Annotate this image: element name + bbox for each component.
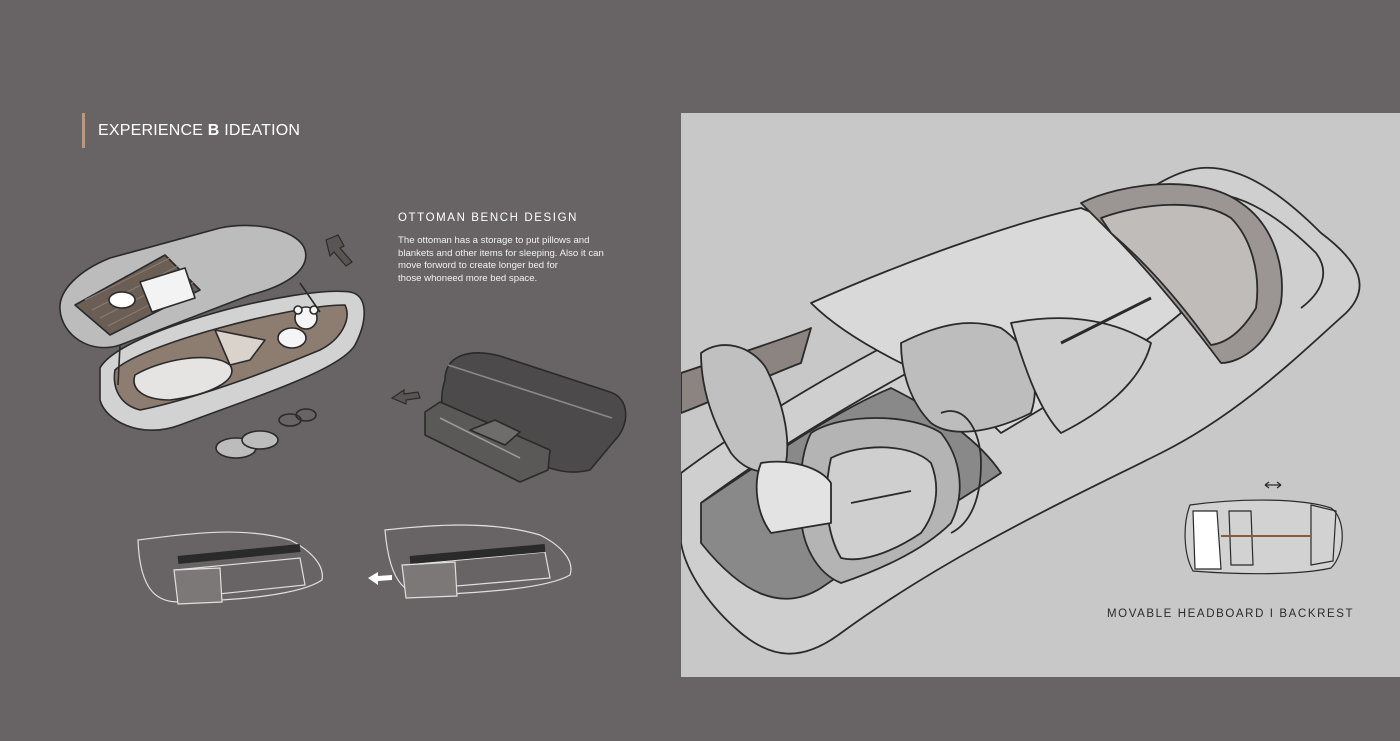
title-bold-letter: B xyxy=(207,121,220,139)
arrow-open-icon xyxy=(325,234,353,267)
ottoman-open-sketch xyxy=(59,224,365,459)
interior-sketch-panel: MOVABLE HEADBOARD I BACKREST xyxy=(681,113,1400,677)
headboard-caption: MOVABLE HEADBOARD I BACKREST xyxy=(1107,608,1355,620)
title-suffix: IDEATION xyxy=(219,121,301,139)
arrow-slide-left-icon xyxy=(390,388,421,405)
ottoman-description-line: blankets and other items for sleeping. A… xyxy=(398,247,604,259)
ottoman-description-line: those whoneed more bed space. xyxy=(398,272,538,284)
plan-sketch-right xyxy=(384,524,572,599)
car-interior-sketch xyxy=(681,166,1361,655)
section-title: EXPERIENCE B IDEATION xyxy=(82,113,300,148)
ottoman-closed-sketch xyxy=(424,352,627,483)
page-title: EXPERIENCE B IDEATION xyxy=(98,122,300,140)
ottoman-heading: OTTOMAN BENCH DESIGN xyxy=(398,212,579,224)
headboard-plan-sketch xyxy=(1184,499,1343,575)
double-arrow-icon xyxy=(1264,481,1282,489)
ottoman-sketches xyxy=(59,224,627,605)
arrow-plan-left-icon xyxy=(368,572,392,585)
plan-sketch-left xyxy=(137,531,323,605)
title-accent-bar xyxy=(82,113,85,148)
title-prefix: EXPERIENCE xyxy=(98,121,208,139)
ottoman-description-line: The ottoman has a storage to put pillows… xyxy=(398,235,590,246)
ottoman-description: The ottoman has a storage to put pillows… xyxy=(398,235,638,285)
ottoman-description-line: move forword to create longer bed for xyxy=(398,260,558,271)
